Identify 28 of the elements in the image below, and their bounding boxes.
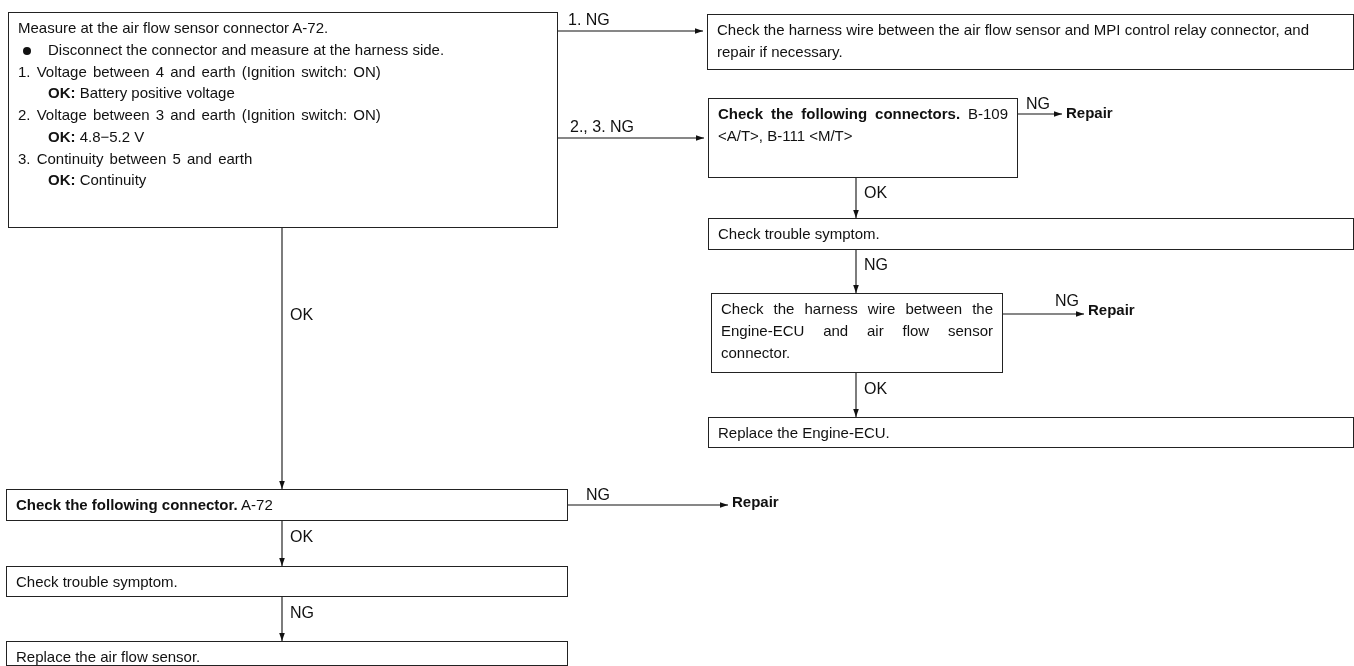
action-text: Repair [732,493,779,510]
action-text: Repair [1066,104,1113,121]
instruction-text: 1. Voltage between 4 and earth (Ignition switch: ON) [18,61,382,82]
action-text: Repair [1088,301,1135,318]
instruction-text: Check the following connectors. B-109 <A/T>, B-111 <M/T> [718,104,1008,146]
instruction-text: Disconnect the connector and measure at the harness side. [48,40,445,58]
instruction-text: Measure at the air flow sensor connector A-72. [18,18,330,38]
instruction-text: Replace the air flow sensor. [16,647,202,666]
criterion-text: OK: 4.8−5.2 V [47,126,146,147]
criterion-text: OK: Battery positive voltage [47,83,236,104]
instruction-text: Check trouble symptom. [718,224,881,244]
instruction-text: Check the harness wire between the air flow sensor and MPI control relay connector, and repair if necessary. [717,20,1310,62]
instruction-text: 2. Voltage between 3 and earth (Ignition switch: ON) [18,105,382,125]
process-box [6,566,568,597]
process-box [708,98,1018,178]
process-box [8,12,558,228]
process-box [6,641,568,666]
process-box [708,417,1354,448]
instruction-text: Check trouble symptom. [16,572,179,592]
instruction-text: Check the harness wire between the Engine-ECU and air flow sensor connector. [721,299,993,363]
process-box [707,14,1354,70]
criterion-text: OK: Continuity [47,170,148,191]
process-box [6,489,568,521]
instruction-text: 3. Continuity between 5 and earth [18,148,254,169]
instruction-text: Check the following connector. A-72 [16,495,274,515]
instruction-text: Replace the Engine-ECU. [718,423,891,443]
process-box [711,293,1003,373]
process-box [708,218,1354,250]
